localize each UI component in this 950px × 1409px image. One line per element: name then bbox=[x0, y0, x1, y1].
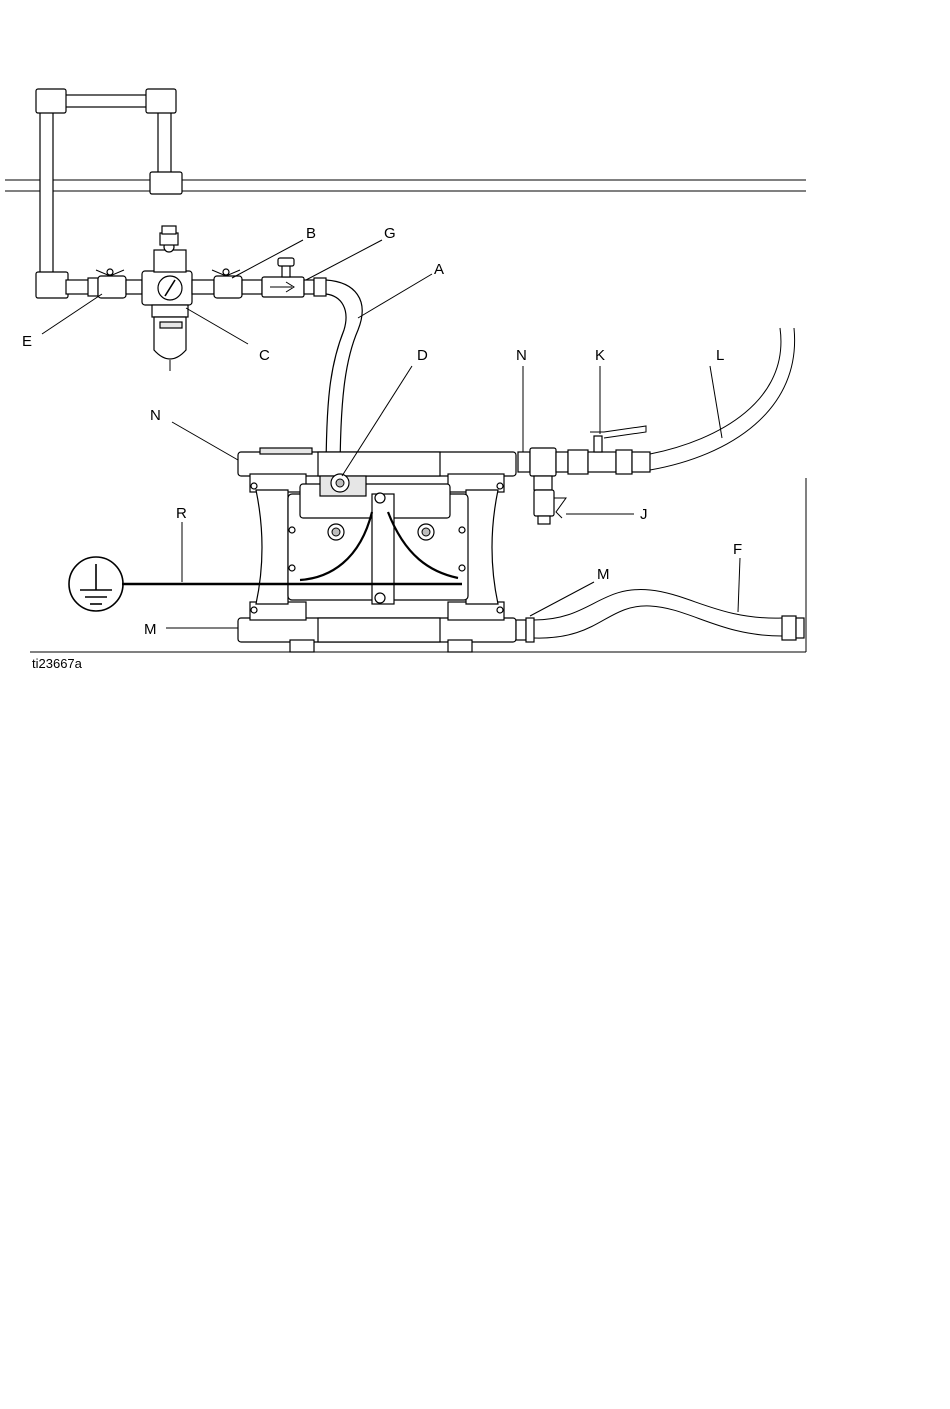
callout-f: F bbox=[733, 541, 742, 558]
diaphragm-pump bbox=[238, 448, 516, 652]
figure-id: ti23667a bbox=[32, 656, 83, 671]
callout-l: L bbox=[716, 347, 724, 364]
callout-r: R bbox=[176, 505, 187, 522]
callout-n-pump: N bbox=[150, 407, 161, 424]
callout-g: G bbox=[384, 225, 396, 242]
callout-k: K bbox=[595, 347, 605, 364]
callout-e: E bbox=[22, 333, 32, 350]
callout-j: J bbox=[640, 506, 648, 523]
callout-m-inlet: M bbox=[597, 566, 610, 583]
callout-m-pump: M bbox=[144, 621, 157, 638]
callout-n-outlet: N bbox=[516, 347, 527, 364]
air-filter-regulator bbox=[88, 226, 326, 371]
fluid-outlet-assembly bbox=[518, 328, 795, 524]
main-air-line bbox=[5, 180, 806, 191]
air-hose bbox=[326, 280, 362, 480]
callout-d: D bbox=[417, 347, 428, 364]
callout-a: A bbox=[434, 261, 444, 278]
callout-c: C bbox=[259, 347, 270, 364]
ground-symbol-icon bbox=[69, 557, 123, 611]
installation-diagram: B G A E C D N K L N R J F M M ti23667a bbox=[0, 0, 950, 700]
callout-b: B bbox=[306, 225, 316, 242]
